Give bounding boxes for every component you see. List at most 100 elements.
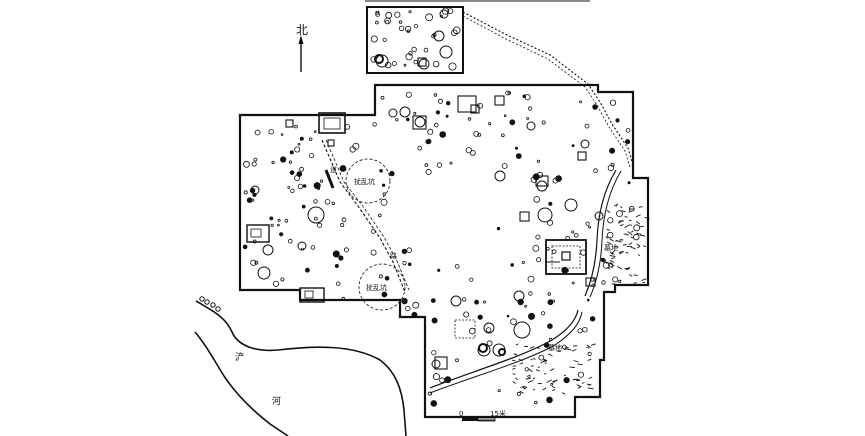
pit — [433, 60, 440, 68]
pit — [430, 298, 436, 304]
burial-cluster-west — [199, 296, 221, 312]
pit — [467, 117, 472, 121]
pit — [612, 276, 619, 283]
pit — [607, 217, 614, 224]
pit — [380, 95, 385, 100]
pit — [449, 161, 453, 165]
pit — [302, 184, 307, 188]
large-pit — [483, 322, 495, 334]
disturbance-label-upper: 扰乱坑 — [354, 177, 375, 186]
ring-pit — [478, 343, 488, 353]
pit — [382, 37, 387, 42]
grave-mark — [606, 228, 611, 231]
river-label-1: 浐 — [235, 351, 244, 363]
large-pit — [307, 206, 325, 224]
pit — [375, 20, 379, 25]
pit — [506, 314, 510, 318]
pit — [426, 138, 432, 144]
grave-mark — [635, 214, 641, 218]
grave-mark — [518, 358, 523, 362]
grave-mark — [628, 242, 633, 245]
road-label-upper: 道 — [330, 165, 337, 174]
pit — [579, 100, 582, 104]
pit — [446, 100, 451, 106]
grave-mark — [537, 366, 541, 368]
pit — [280, 277, 285, 282]
pit — [555, 175, 562, 182]
pit — [618, 279, 622, 283]
grave-mark — [628, 274, 633, 277]
grave-mark — [561, 392, 566, 395]
grave-mark — [619, 251, 623, 255]
feature-pits-large — [250, 9, 604, 369]
pit — [528, 291, 533, 296]
pit — [607, 231, 614, 239]
pit — [411, 311, 418, 318]
pit — [253, 157, 258, 162]
pit — [385, 11, 393, 19]
grave-mark — [609, 255, 616, 257]
pit — [501, 163, 508, 169]
pit — [433, 93, 438, 97]
grave-mark — [627, 267, 630, 270]
pit — [405, 305, 411, 312]
pit — [406, 247, 413, 254]
cemetery-label-south: 墓地 — [548, 343, 562, 352]
pit — [444, 376, 452, 384]
pit — [294, 124, 298, 129]
grave-mark — [551, 386, 556, 389]
grave-mark — [535, 369, 540, 372]
pit — [551, 249, 557, 255]
pit — [401, 248, 408, 255]
pit — [413, 24, 418, 29]
grave-mark — [606, 209, 611, 213]
grave-mark — [528, 377, 531, 380]
grave-mark — [636, 220, 641, 225]
grave-mark — [627, 231, 633, 236]
pit — [294, 146, 301, 153]
small-house — [535, 175, 549, 187]
north-label: 北 — [296, 23, 308, 37]
pit — [587, 351, 592, 356]
grave-mark — [573, 360, 579, 363]
grave-mark — [550, 368, 555, 372]
pit — [535, 234, 541, 240]
pit — [462, 297, 467, 302]
pit — [455, 358, 459, 363]
grave-mark — [615, 240, 622, 243]
feature-houses — [285, 57, 596, 370]
pit — [398, 25, 405, 32]
pit — [516, 391, 521, 396]
pit — [370, 249, 377, 256]
grave-mark — [586, 344, 591, 348]
pit — [277, 218, 281, 222]
pit — [280, 133, 284, 136]
pit — [571, 281, 575, 285]
pit — [488, 122, 492, 126]
grave-mark — [576, 378, 580, 381]
grave-mark — [611, 250, 615, 254]
pit — [515, 153, 522, 160]
pit — [381, 183, 386, 187]
pit — [588, 225, 591, 229]
grave-mark — [582, 382, 585, 384]
pit — [527, 275, 535, 283]
pit — [270, 223, 274, 227]
road-diagonal — [321, 139, 406, 293]
grave-mark — [577, 363, 583, 366]
pit — [477, 132, 482, 137]
grave-mark — [618, 251, 624, 253]
grave-mark — [609, 262, 615, 267]
pit — [528, 312, 536, 320]
grave-mark — [638, 206, 643, 208]
pit — [289, 170, 295, 175]
pit — [324, 199, 331, 205]
large-pit — [388, 108, 398, 118]
pit — [319, 179, 324, 183]
pit — [377, 213, 382, 218]
cemetery-hatch-south — [511, 343, 596, 395]
grave-mark — [532, 377, 536, 380]
grave-mark — [644, 216, 650, 220]
grave-mark — [619, 224, 624, 226]
